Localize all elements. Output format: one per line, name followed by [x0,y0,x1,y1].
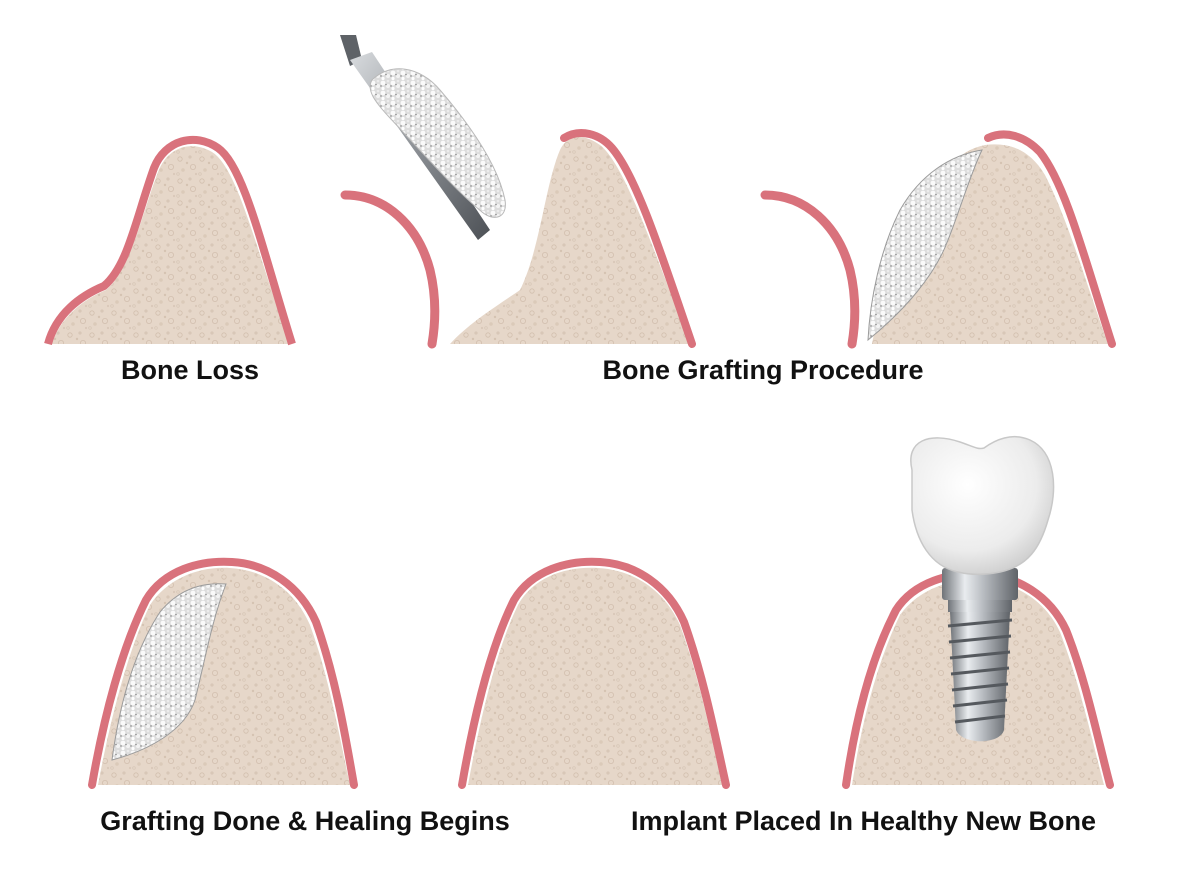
flap-open-with-instrument [340,35,696,349]
retracted-gum-flap-1 [340,190,440,349]
graft-healing [88,557,358,789]
implant-screw-icon [942,568,1018,742]
graft-instrument [340,35,506,240]
packed-graft-material [867,149,983,342]
retracted-gum-flap-2 [760,190,860,349]
graft-material-on-instrument [369,68,506,218]
healed-ridge [458,557,730,789]
healed-bone [468,567,722,785]
caption-implant-placed: Implant Placed In Healthy New Bone [630,806,1097,836]
caption-bone-loss: Bone Loss [120,355,260,385]
bone-loss-ridge [44,135,296,346]
gum-closed-healing [88,557,358,789]
bone-loss-bone [52,146,290,344]
caption-grafting-procedure: Bone Grafting Procedure [602,355,924,385]
caption-grafting-done: Grafting Done & Healing Begins [100,806,510,836]
gum-over-bone-1 [560,129,696,348]
implant-with-crown [842,436,1114,789]
bone-with-defect-1 [450,136,690,344]
healing-graft-material [111,583,227,761]
gum-over-bone-3 [984,130,1116,348]
graft-packed [760,130,1116,349]
healed-gum [458,557,730,789]
bone-loss-gum [44,135,296,346]
dental-crown-icon [910,436,1055,575]
